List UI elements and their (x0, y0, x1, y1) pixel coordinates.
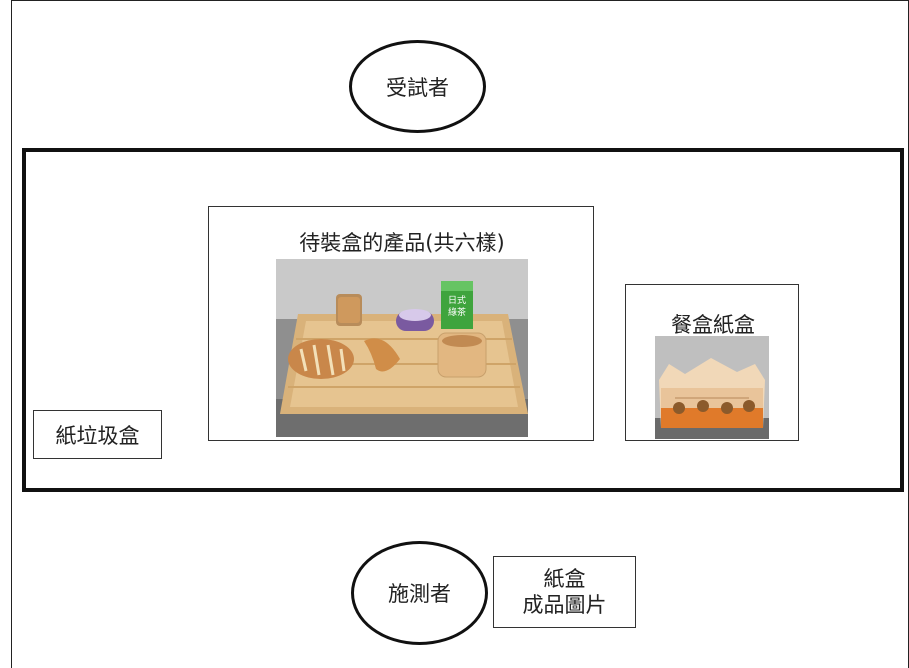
finished-box-line2: 成品圖片 (522, 593, 607, 617)
products-photo: 日式 綠茶 (276, 259, 528, 437)
lunchbox-title: 餐盒紙盒 (671, 313, 755, 337)
finished-box-line1: 紙盒 (543, 567, 586, 591)
subject-circle: 受試者 (349, 40, 486, 133)
milk-label-2: 綠茶 (448, 306, 466, 318)
table-area (22, 148, 904, 492)
products-panel: 待裝盒的產品(共六樣) 日式 綠茶 (208, 206, 594, 441)
lunchbox-photo (655, 336, 769, 439)
lunchbox-panel: 餐盒紙盒 (625, 284, 799, 441)
tester-label: 施測者 (388, 582, 451, 606)
products-title: 待裝盒的產品(共六樣) (299, 231, 505, 255)
subject-label: 受試者 (386, 75, 449, 100)
finished-box-image: 紙盒 成品圖片 (493, 556, 636, 628)
tester-circle: 施測者 (351, 541, 488, 645)
milk-label-1: 日式 (448, 294, 466, 306)
trash-box: 紙垃圾盒 (33, 410, 162, 459)
